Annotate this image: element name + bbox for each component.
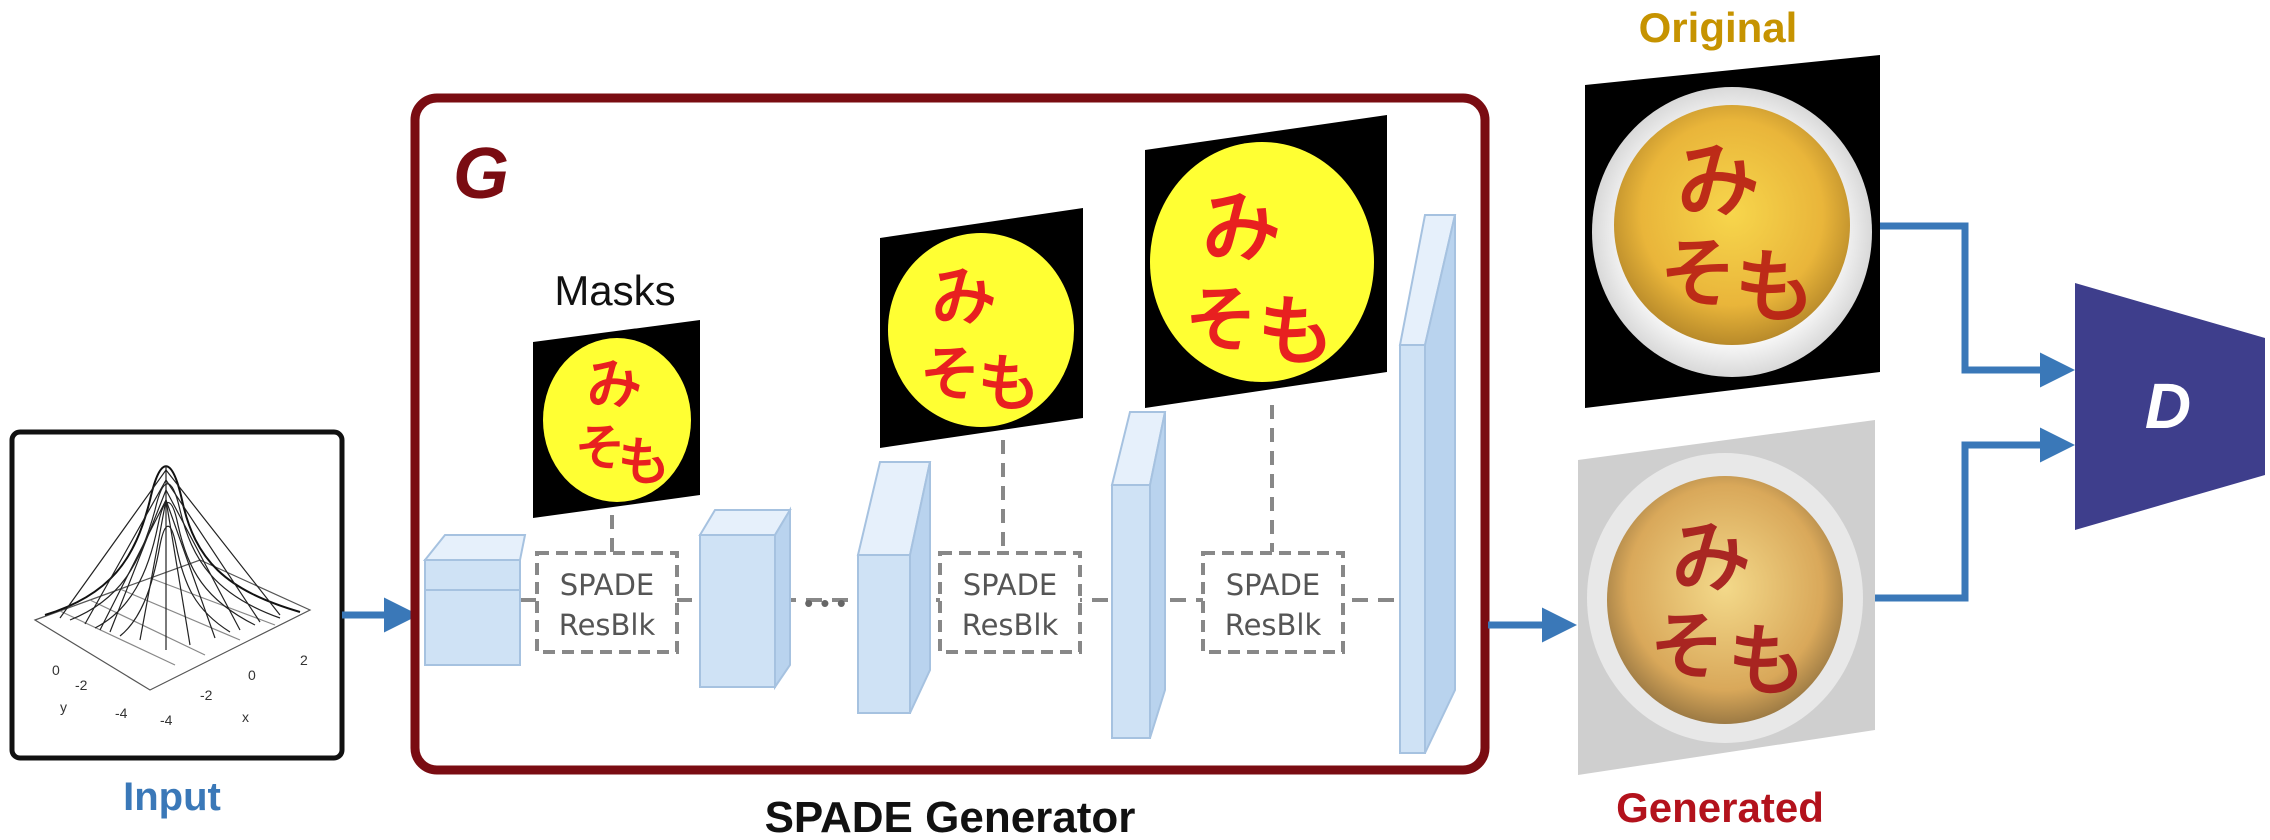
input-frame [9,429,345,761]
original-label: Original [1639,4,1798,51]
original-glyph-3: も [1735,241,1815,334]
svg-text:x: x [242,709,249,725]
feature-block-1 [422,534,527,666]
mask-image-3: み そ も [1145,115,1387,408]
mask-2-glyph-2: そ [920,340,980,410]
mask-2-glyph-1: み [923,253,1001,340]
feature-block-4 [1110,411,1167,739]
mask-1-glyph-2: そ [575,419,625,477]
generated-glyph-3: も [1728,617,1806,707]
svg-text:-4: -4 [160,712,173,728]
mask-2-glyph-3: も [978,347,1040,420]
mask-1-glyph-1: み [580,348,646,422]
input-axis-ticks: 0 -2 y -4 -4 -2 0 2 x [52,652,308,728]
generator-letter: G [453,134,509,214]
svg-text:-4: -4 [115,705,128,721]
generated-glyph-2: そ [1650,604,1724,690]
svg-text:0: 0 [52,662,60,678]
mask-image-2: み そ も [880,208,1083,448]
spade-resblk-1-line1: SPADE [560,568,655,602]
ellipsis-dots: • • • [804,588,846,618]
spade-resblk-1-line2: ResBlk [559,608,656,642]
mask-image-1: み そ も [533,320,700,518]
discriminator-letter: D [2145,370,2191,442]
spade-resblk-3-line1: SPADE [1226,568,1321,602]
mask-1-glyph-3: も [618,433,670,493]
generated-photo: み そ も [1578,420,1875,775]
mask-3-glyph-1: み [1192,175,1287,280]
svg-text:2: 2 [300,652,308,668]
arrow-generated-to-discriminator [1875,427,2075,602]
svg-text:0: 0 [248,667,256,683]
masks-label: Masks [554,267,675,314]
spade-resblk-3: SPADE ResBlk [1201,551,1345,654]
mask-3-glyph-2: そ [1185,278,1257,362]
generated-glyph-1: み [1664,506,1756,609]
feature-block-2 [698,506,792,691]
feature-block-5 [1398,214,1457,754]
original-glyph-1: み [1666,125,1766,236]
svg-text:-2: -2 [200,687,213,703]
gaussian-surface-plot-icon [33,465,312,691]
discriminator-shape [2075,283,2265,530]
original-photo: み そ も [1585,55,1880,408]
spade-resblk-2-line2: ResBlk [962,608,1059,642]
input-label: Input [123,775,221,819]
feature-block-3 [856,461,932,714]
svg-text:-2: -2 [75,677,88,693]
original-glyph-2: そ [1660,229,1736,318]
svg-text:y: y [60,699,67,715]
generated-label: Generated [1616,784,1824,831]
mask-3-glyph-3: も [1258,287,1334,376]
spade-resblk-1: SPADE ResBlk [535,551,679,654]
spade-resblk-3-line2: ResBlk [1225,608,1322,642]
spade-resblk-2-line1: SPADE [963,568,1058,602]
input-panel: 0 -2 y -4 -4 -2 0 2 x [9,429,345,761]
arrow-original-to-discriminator [1880,222,2075,388]
generator-caption: SPADE Generator [765,793,1136,840]
spade-resblk-2: SPADE ResBlk [938,551,1082,654]
